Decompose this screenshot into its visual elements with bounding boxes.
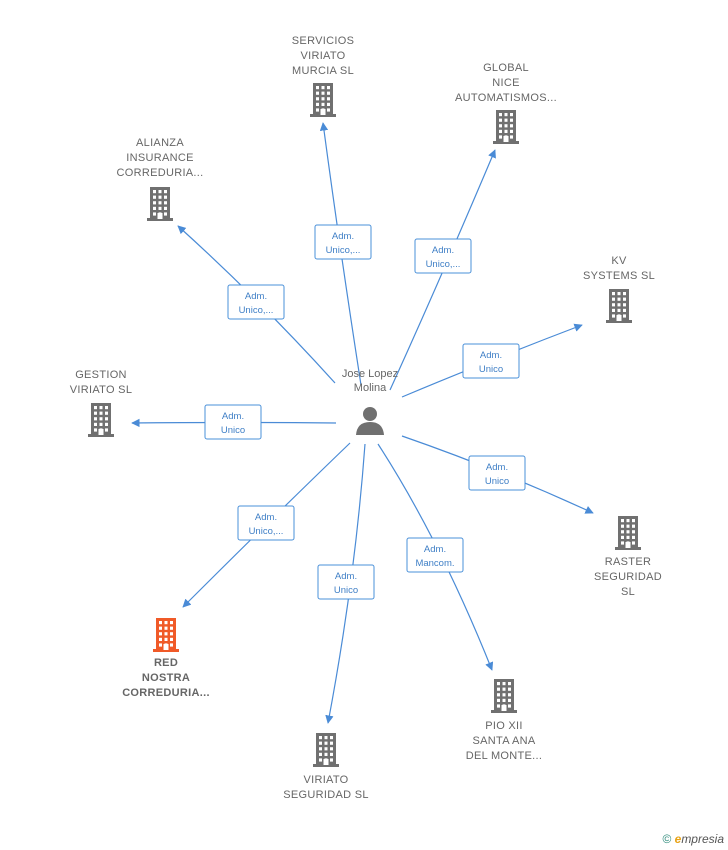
edge-label-global[interactable]: Adm.Unico,... xyxy=(414,238,472,274)
edge-label-red[interactable]: Adm.Unico,... xyxy=(237,505,295,541)
edge-label-servicios[interactable]: Adm.Unico,... xyxy=(314,224,372,260)
edge-label-text-red: Adm.Unico,... xyxy=(249,512,284,537)
edge-label-raster[interactable]: Adm.Unico xyxy=(468,455,526,491)
building-icon xyxy=(147,187,173,221)
building-icon xyxy=(88,403,114,437)
edge-label-text-pio: Adm.Mancom. xyxy=(415,544,454,569)
edge-label-gestion[interactable]: Adm.Unico xyxy=(204,404,262,440)
edge-label-text-servicios: Adm.Unico,... xyxy=(326,231,361,256)
edge-label-text-gestion: Adm.Unico xyxy=(221,411,245,436)
person-icon xyxy=(356,407,384,435)
building-icon xyxy=(606,289,632,323)
building-icon xyxy=(491,679,517,713)
building-icon xyxy=(615,516,641,550)
building-icon xyxy=(310,83,336,117)
edge-label-text-raster: Adm.Unico xyxy=(485,462,509,487)
building-icon xyxy=(153,618,179,652)
edge-label-viriato[interactable]: Adm.Unico xyxy=(317,564,375,600)
edge-label-kv[interactable]: Adm.Unico xyxy=(462,343,520,379)
empresia-watermark[interactable]: © empresia xyxy=(662,832,724,846)
edge-label-pio[interactable]: Adm.Mancom. xyxy=(406,537,464,573)
edge-label-alianza[interactable]: Adm.Unico,... xyxy=(227,284,285,320)
edge-label-text-global: Adm.Unico,... xyxy=(426,245,461,270)
edge-label-text-viriato: Adm.Unico xyxy=(334,571,358,596)
building-icon xyxy=(313,733,339,767)
edge-label-text-kv: Adm.Unico xyxy=(479,350,503,375)
brand-logo: empresia xyxy=(674,832,724,846)
copyright-icon: © xyxy=(662,832,672,846)
building-icon xyxy=(493,110,519,144)
edge-global xyxy=(389,149,496,391)
edge-label-text-alianza: Adm.Unico,... xyxy=(239,291,274,316)
